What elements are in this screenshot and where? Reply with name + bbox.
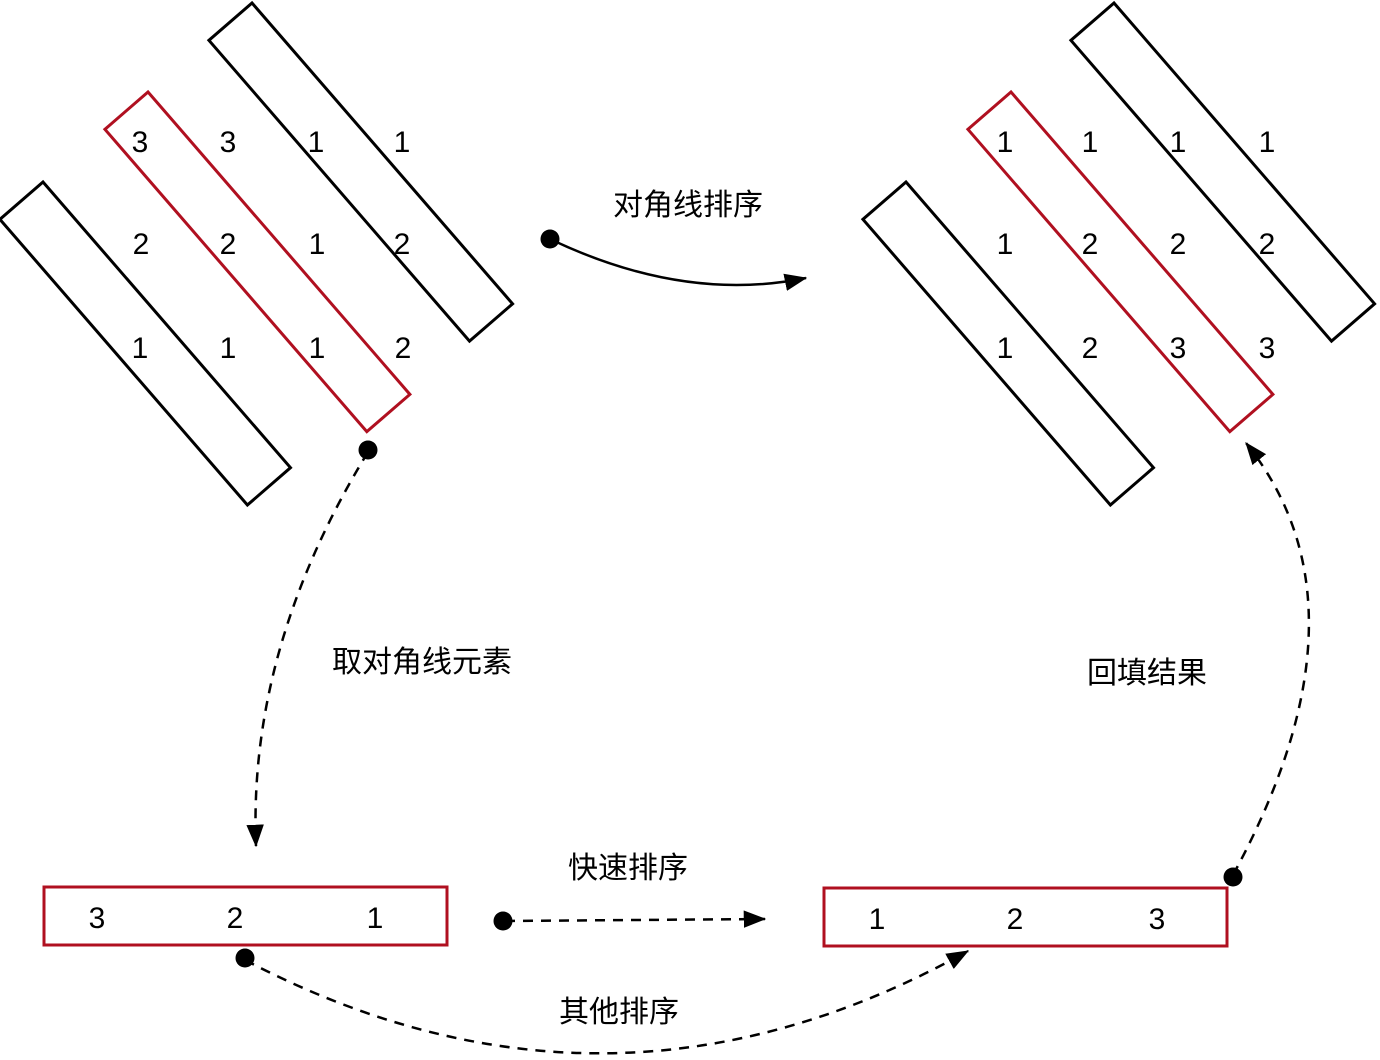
diagonal-sort-label: 对角线排序 — [613, 189, 763, 222]
matrix-cell: 3 — [220, 126, 237, 159]
diagonal-sort-arrow: 对角线排序 — [540, 189, 808, 291]
connector-dot — [493, 911, 513, 931]
array-cell: 2 — [227, 902, 244, 935]
quick-sort-arrow: 快速排序 — [493, 852, 767, 931]
matrix-cell: 2 — [133, 228, 150, 261]
matrix-cell: 3 — [1259, 332, 1276, 365]
matrix-cell: 1 — [220, 332, 237, 365]
matrix-cell: 1 — [309, 332, 326, 365]
matrix-cell: 2 — [395, 332, 412, 365]
matrix-cell: 2 — [1259, 228, 1276, 261]
right-array-box — [822, 886, 1229, 948]
left-array: 3 2 1 — [42, 885, 449, 947]
matrix-cell: 1 — [308, 126, 325, 159]
matrix-cell: 2 — [220, 228, 237, 261]
connector-dot — [358, 440, 378, 460]
left-diagonal-box-highlight — [102, 89, 413, 434]
take-diagonal-label: 取对角线元素 — [332, 646, 512, 679]
dashed-curve-arrow — [244, 949, 970, 1055]
matrix-cell: 1 — [997, 228, 1014, 261]
matrix-cell: 2 — [394, 228, 411, 261]
matrix-cell: 1 — [132, 332, 149, 365]
left-diagonal-box-bottom — [0, 179, 293, 508]
quick-sort-label: 快速排序 — [568, 852, 688, 885]
array-cell: 1 — [367, 902, 384, 935]
left-array-box — [42, 885, 449, 947]
other-sort-arrow: 其他排序 — [235, 948, 970, 1055]
other-sort-label: 其他排序 — [559, 996, 679, 1029]
matrix-cell: 2 — [1170, 228, 1187, 261]
backfill-arrow: 回填结果 — [1087, 442, 1311, 887]
matrix-cell: 2 — [1082, 228, 1099, 261]
matrix-cell: 1 — [1259, 126, 1276, 159]
matrix-cell: 2 — [1082, 332, 1099, 365]
dashed-curve-arrow — [246, 451, 370, 848]
right-matrix: 1 1 1 1 1 2 2 2 1 2 3 3 — [860, 0, 1377, 508]
matrix-cell: 1 — [394, 126, 411, 159]
matrix-cell: 3 — [1170, 332, 1187, 365]
right-diagonal-box-bottom — [860, 179, 1156, 508]
dashed-curve-arrow — [1231, 442, 1311, 876]
connector-dot — [1223, 867, 1243, 887]
array-cell: 3 — [1149, 903, 1166, 936]
matrix-cell: 1 — [997, 332, 1014, 365]
matrix-cell: 1 — [997, 126, 1014, 159]
matrix-cell: 3 — [132, 126, 149, 159]
take-diagonal-arrow: 取对角线元素 — [246, 440, 512, 848]
array-cell: 1 — [869, 903, 886, 936]
dashed-line-arrow — [504, 910, 767, 928]
solid-curve-arrow — [549, 237, 808, 291]
right-array: 1 2 3 — [822, 886, 1229, 948]
right-diagonal-box-top — [1068, 0, 1377, 344]
right-diagonal-box-highlight — [965, 89, 1276, 434]
array-cell: 2 — [1007, 903, 1024, 936]
left-diagonal-box-top — [206, 0, 515, 344]
left-matrix: 3 3 1 1 2 2 1 2 1 1 1 2 — [0, 0, 515, 508]
matrix-cell: 1 — [309, 228, 326, 261]
array-cell: 3 — [89, 902, 106, 935]
matrix-cell: 1 — [1082, 126, 1099, 159]
backfill-label: 回填结果 — [1087, 657, 1207, 690]
matrix-cell: 1 — [1170, 126, 1187, 159]
